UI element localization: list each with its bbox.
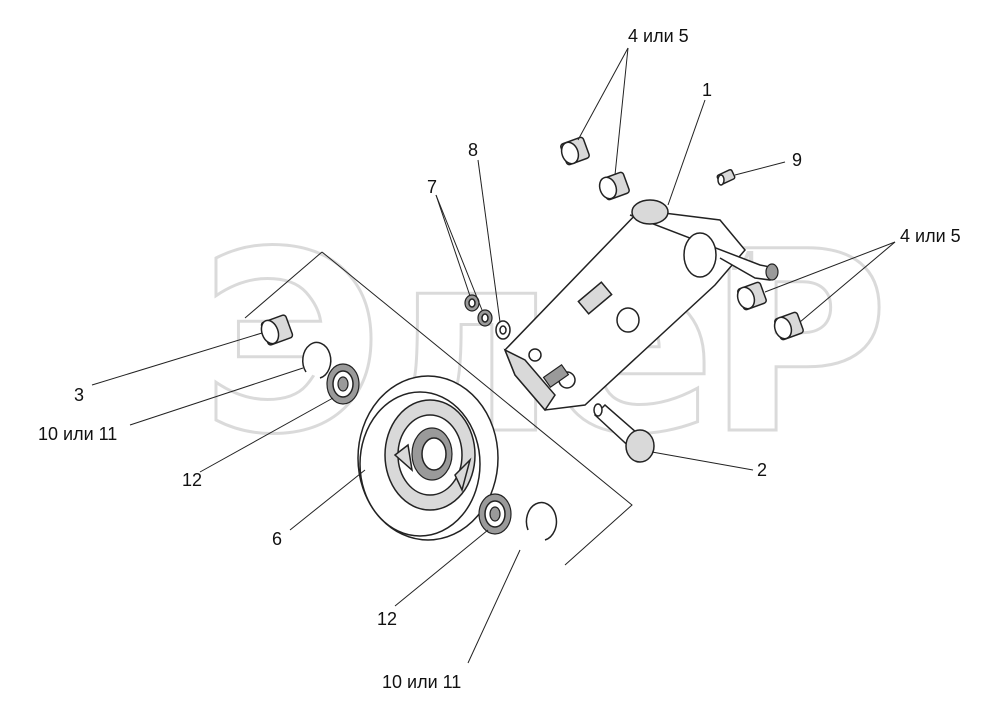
leader-3 (91, 332, 263, 386)
part-labels: 1 4 или 5 9 4 или 5 8 7 2 3 10 или 11 12… (38, 26, 961, 692)
part-3-spacer (260, 314, 294, 346)
label-4-or-5-top: 4 или 5 (628, 26, 689, 46)
leader-8 (477, 159, 501, 323)
leader-2 (651, 451, 754, 471)
label-12-lower: 12 (377, 609, 397, 629)
leader-12b (394, 529, 489, 607)
leader-4a-2 (614, 47, 629, 176)
part-10-11-retaining-ring-left (302, 341, 332, 379)
part-6-pulley (357, 375, 499, 541)
leader-6 (289, 469, 366, 531)
part-4-5-bushing-right-1 (736, 281, 767, 311)
label-10-or-11-lower: 10 или 11 (382, 672, 461, 692)
leader-9 (734, 161, 786, 176)
label-8: 8 (468, 140, 478, 160)
leader-1 (667, 99, 706, 206)
part-4-5-bushing-top-1 (560, 136, 590, 166)
label-7: 7 (427, 177, 437, 197)
leader-10a (129, 367, 304, 426)
part-9-grease-fitting (716, 168, 736, 186)
label-12-left: 12 (182, 470, 202, 490)
part-7-nut-2 (477, 309, 493, 327)
part-2-axle-pin (593, 403, 655, 463)
leader-7-2 (435, 194, 483, 311)
leader-10b (467, 549, 521, 664)
part-12-bearing-left (326, 363, 360, 405)
label-6: 6 (272, 529, 282, 549)
part-4-5-bushing-right-2 (773, 311, 804, 341)
label-3: 3 (74, 385, 84, 405)
leader-4b-2 (799, 241, 896, 323)
label-10-or-11-left: 10 или 11 (38, 424, 117, 444)
leader-4a-1 (577, 47, 629, 141)
label-1: 1 (702, 80, 712, 100)
label-9: 9 (792, 150, 802, 170)
assembly-axis-line (321, 251, 633, 566)
part-12-bearing-lower (478, 493, 512, 535)
part-1-bracket (503, 199, 779, 412)
assembly-axis-line-upper (244, 251, 323, 319)
part-8-washer (495, 320, 511, 340)
part-7-nut-1 (464, 294, 480, 312)
part-4-5-bushing-top-2 (598, 171, 630, 201)
leader-4b-1 (764, 241, 896, 293)
leader-7-1 (435, 194, 471, 297)
leader-lines (91, 47, 896, 664)
leader-12a (199, 397, 334, 473)
part-10-11-retaining-ring-lower (525, 501, 558, 541)
label-4-or-5-right: 4 или 5 (900, 226, 961, 246)
label-2: 2 (757, 460, 767, 480)
